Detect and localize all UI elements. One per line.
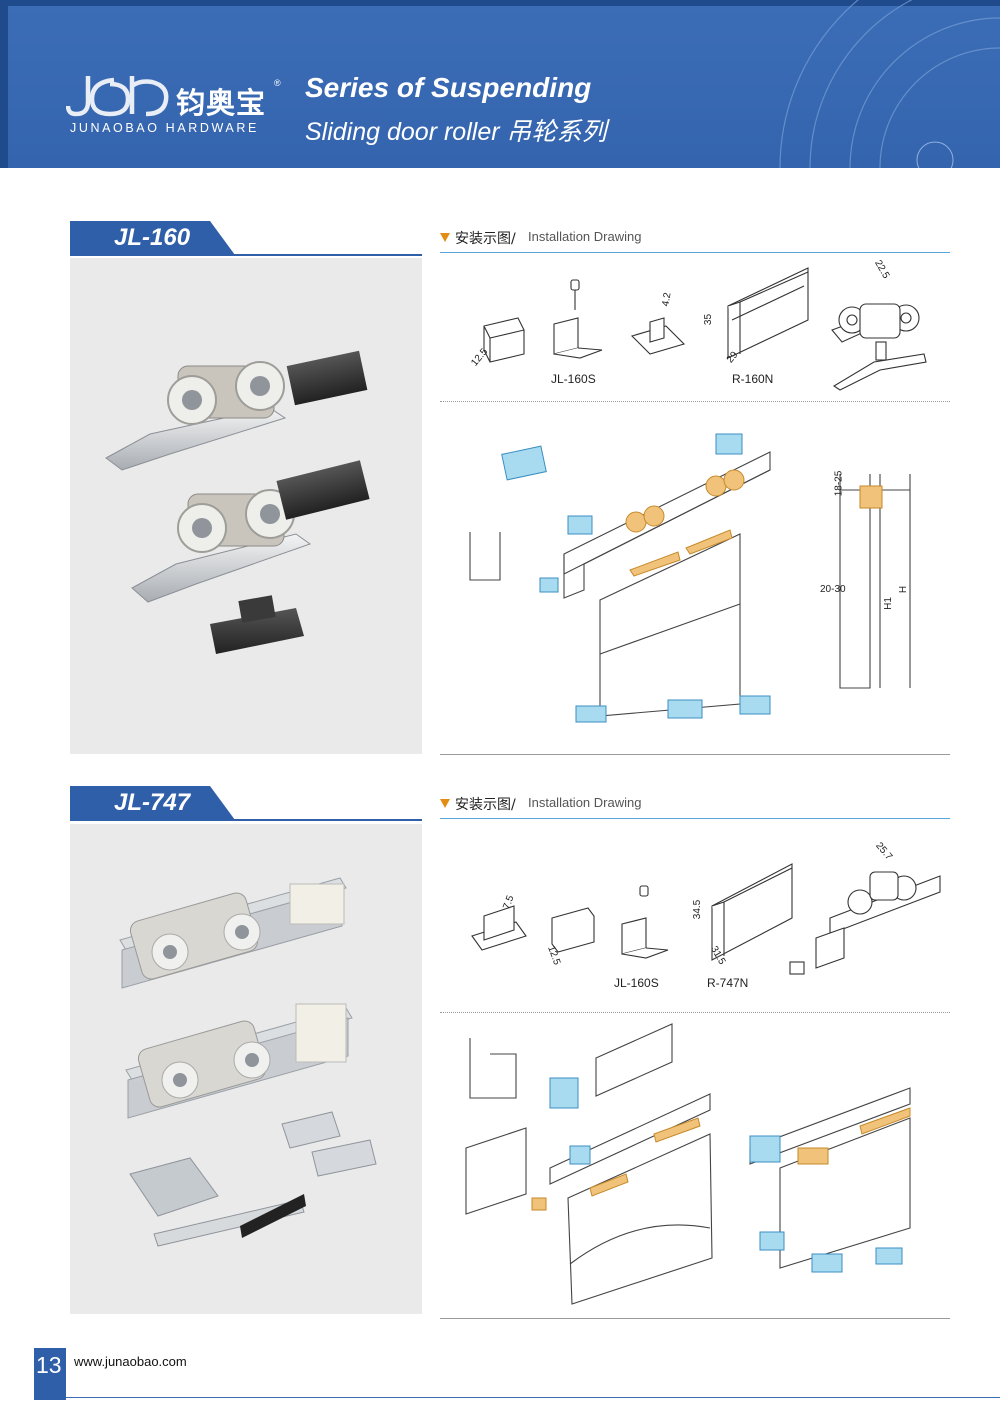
divider-line	[440, 1318, 950, 1319]
header-band	[8, 6, 1000, 168]
footer-rule	[66, 1397, 1000, 1398]
registered-mark: ®	[274, 78, 281, 88]
assembly-drawing-jl747	[465, 1023, 911, 1305]
page-subtitle: Sliding door roller 吊轮系列	[305, 118, 607, 146]
part-label: R-747N	[707, 976, 749, 990]
roller-photo-illustration	[105, 350, 370, 654]
part-label: JL-160S	[614, 976, 659, 990]
part-label: R-160N	[732, 372, 774, 386]
brand-logo-icon	[66, 76, 169, 117]
parts-drawing-jl160	[483, 267, 927, 391]
roller-photo-illustration	[119, 877, 377, 1247]
page-title: Series of Suspending	[305, 72, 592, 103]
installation-label-en: Installation Drawing	[528, 229, 642, 244]
part-label: JL-160S	[551, 372, 596, 386]
tab-underline	[70, 819, 422, 821]
parts-drawing-jl747	[471, 863, 941, 975]
product-photo-jl160	[70, 258, 422, 754]
installation-label-en: Installation Drawing	[528, 795, 642, 810]
dimension-label: 20-30	[820, 584, 846, 595]
page-number-badge: 13	[34, 1348, 66, 1400]
page-header: 钧奥宝 ® JUNAOBAO HARDWARE Series of Suspen…	[0, 0, 1000, 168]
brand-name-cn: 钧奥宝	[176, 86, 267, 120]
assembly-drawing-jl160	[469, 433, 911, 723]
dimension-label: H1	[882, 597, 894, 610]
installation-label-cn: 安装示图/	[455, 797, 516, 813]
dimension-label: 34.5	[692, 899, 704, 920]
page-number: 13	[36, 1352, 62, 1378]
dimension-label: 35	[703, 313, 715, 326]
dimension-label: H	[898, 585, 910, 594]
divider-line	[440, 754, 950, 755]
tab-underline	[70, 254, 422, 256]
installation-header-jl747: 安装示图/ Installation Drawing	[440, 794, 950, 819]
product-photo-jl747	[70, 824, 422, 1314]
brand-name-en: JUNAOBAO HARDWARE	[70, 121, 259, 135]
section-tab-jl747: JL-747	[70, 786, 422, 822]
dimension-label: 18-25	[833, 470, 845, 497]
triangle-bullet-icon	[440, 233, 450, 242]
triangle-bullet-icon	[440, 799, 450, 808]
website-link[interactable]: www.junaobao.com	[74, 1354, 187, 1369]
model-label: JL-747	[70, 786, 235, 820]
installation-label-cn: 安装示图/	[455, 231, 516, 247]
divider-dotted	[440, 1012, 950, 1013]
section-tab-jl160: JL-160	[70, 221, 422, 257]
installation-header-jl160: 安装示图/ Installation Drawing	[440, 228, 950, 253]
divider-dotted	[440, 401, 950, 402]
header-decoration	[779, 0, 1000, 168]
model-label: JL-160	[70, 221, 235, 255]
